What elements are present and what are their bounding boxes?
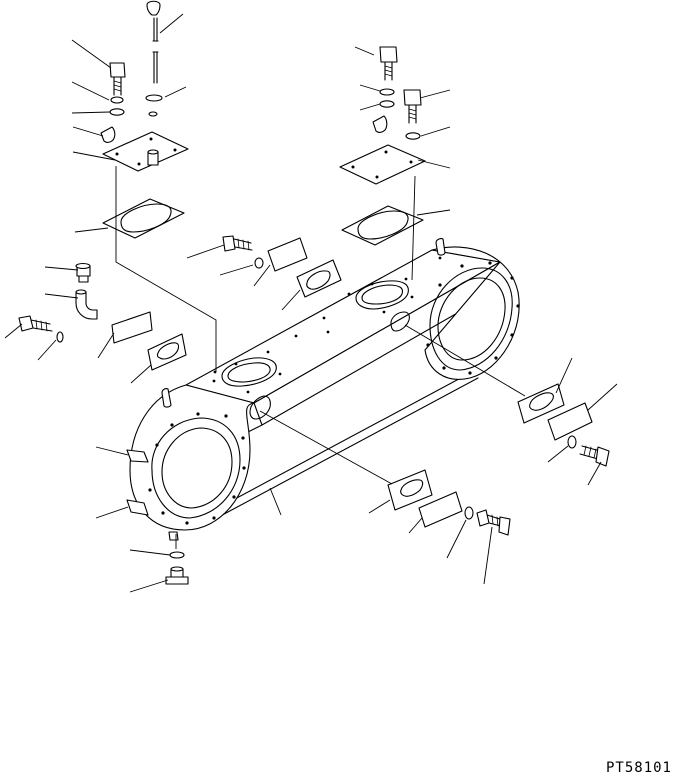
top-opening-left xyxy=(222,358,276,386)
right-end-bore xyxy=(438,278,505,360)
left-side-parts xyxy=(19,236,341,370)
left-cover-plate-holes xyxy=(115,137,177,166)
left-small-gasket xyxy=(148,334,186,370)
top-face-holes xyxy=(212,256,442,394)
right-bolt-a xyxy=(380,47,397,80)
small-gasket-upper xyxy=(297,260,341,297)
right-bolt-b xyxy=(404,90,421,123)
right-flat-washer-a xyxy=(380,101,394,107)
left-top-stack xyxy=(101,1,188,238)
gauge-washer xyxy=(149,112,157,116)
left-cover-gasket xyxy=(103,199,184,238)
elbow-fitting xyxy=(76,292,97,319)
breather-boss-left xyxy=(127,450,148,462)
side-inspection-hole-right xyxy=(391,312,409,331)
top-opening-right-inner xyxy=(362,285,402,304)
top-opening-left-inner xyxy=(228,363,270,382)
left-spring-washer xyxy=(111,97,123,103)
left-cover-plate xyxy=(103,132,188,171)
drain-boss-left xyxy=(127,500,148,515)
left-gasket-opening xyxy=(121,204,171,232)
left-end-bore xyxy=(162,428,232,508)
right-cover-plate xyxy=(340,145,425,184)
left-clamp xyxy=(101,127,115,142)
case-left-end xyxy=(130,385,254,530)
right-spring-washer-a xyxy=(380,89,394,95)
small-cover-plate-upper xyxy=(268,238,307,271)
right-side-bolt-lower xyxy=(477,510,510,535)
case-top-lug xyxy=(162,389,171,407)
right-washer-b xyxy=(406,133,420,139)
gauge-gasket xyxy=(146,95,162,101)
case-right-end xyxy=(425,247,519,379)
drain-plug-gasket xyxy=(170,552,184,558)
right-side-cover-lower xyxy=(419,492,462,527)
side-inspection-hole-left xyxy=(250,396,270,419)
left-side-bolt xyxy=(19,316,52,331)
right-side-bolt-upper xyxy=(580,446,609,466)
left-flat-washer xyxy=(110,109,124,115)
chain-case-housing xyxy=(127,239,520,540)
right-side-parts xyxy=(388,384,609,535)
flange-bolt-holes xyxy=(148,261,520,525)
right-side-gasket-lower xyxy=(388,470,432,510)
drain-boss-bottom xyxy=(169,532,178,540)
drawing-code: PT58101 xyxy=(605,760,672,776)
right-side-washer-upper xyxy=(568,436,576,448)
right-top-stack xyxy=(340,47,425,245)
right-cover-plate-holes xyxy=(351,150,413,179)
drain-plug xyxy=(166,567,188,584)
right-cover-gasket xyxy=(342,206,423,245)
right-gasket-opening xyxy=(358,211,408,239)
small-cover-bolt xyxy=(223,236,252,251)
left-cover-small-plate xyxy=(112,312,152,343)
right-end-flange-outer xyxy=(430,268,512,370)
level-gauge xyxy=(147,1,160,83)
right-side-cover-upper xyxy=(548,403,592,440)
breather xyxy=(76,264,90,283)
left-end-flange-outer xyxy=(152,418,240,518)
right-side-washer-lower xyxy=(465,507,473,519)
case-bottom-edge xyxy=(205,373,470,515)
left-cover-bolt xyxy=(110,63,125,95)
left-side-washer xyxy=(57,332,63,342)
right-clamp xyxy=(373,116,387,132)
case-top-lug-right xyxy=(436,239,445,255)
callout-leaders xyxy=(5,14,617,592)
case-bottom-edge-2 xyxy=(213,378,478,520)
small-cover-washer xyxy=(255,258,263,268)
top-opening-right xyxy=(356,281,408,309)
